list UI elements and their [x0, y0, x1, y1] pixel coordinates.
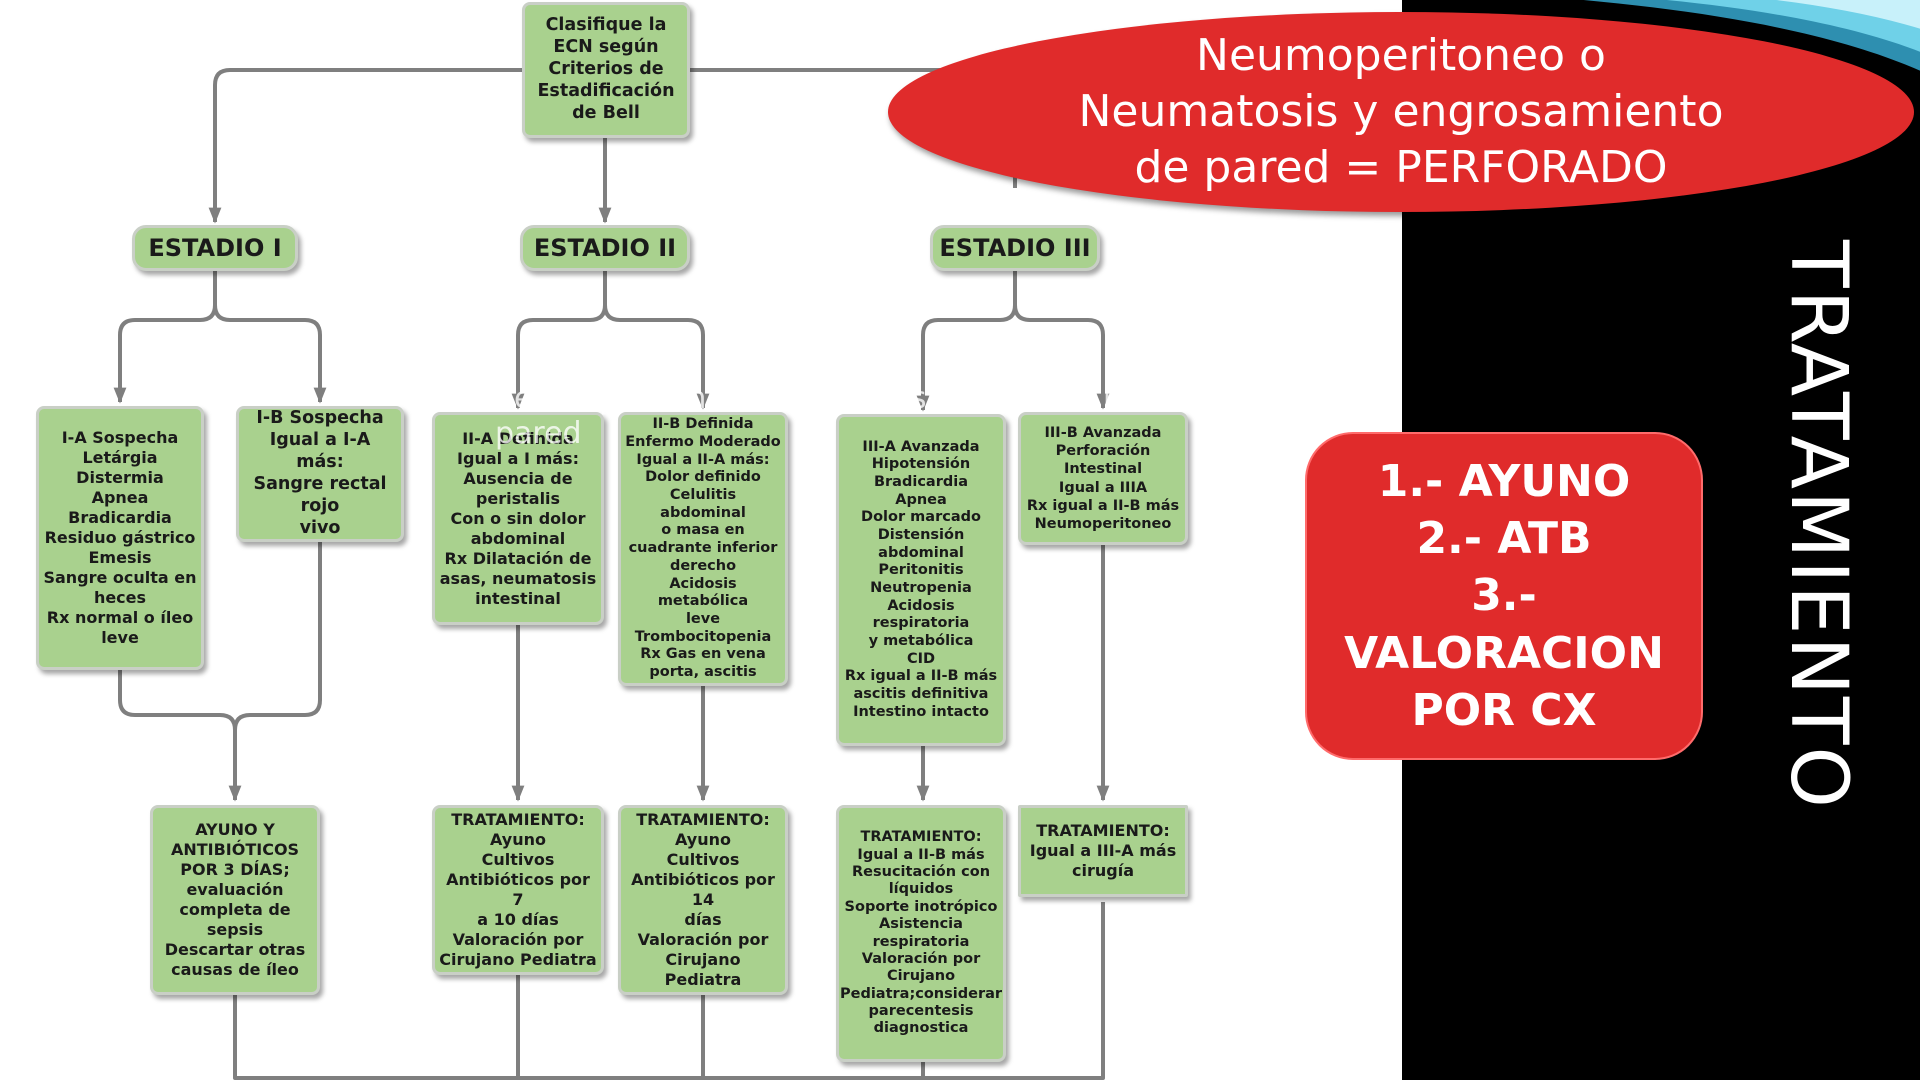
perforation-callout-text: Neumoperitoneo o Neumatosis y engrosamie… [1078, 29, 1724, 194]
criteria-ib-node: I-B Sospecha Igual a I-A más: Sangre rec… [236, 406, 404, 542]
stage-ii-node: ESTADIO II [520, 225, 690, 271]
criteria-ia-node: I-A Sospecha Letárgia Distermia Apnea Br… [36, 406, 204, 670]
treatment-summary-text: 1.- AYUNO 2.- ATB 3.- VALORACION POR CX [1344, 456, 1664, 736]
treatment-iib-node: TRATAMIENTO: Ayuno Cultivos Antibióticos… [618, 805, 788, 995]
treatment-iiib-node: TRATAMIENTO: Igual a III-A más cirugía [1018, 805, 1188, 897]
perforation-callout: Neumoperitoneo o Neumatosis y engrosamie… [888, 12, 1914, 212]
criteria-iiib-node: III-B Avanzada Perforación Intestinal Ig… [1018, 412, 1188, 545]
treatment-stage-i-node: AYUNO Y ANTIBIÓTICOS POR 3 DÍAS; evaluac… [150, 805, 320, 995]
treatment-iiia-node: TRATAMIENTO: Igual a II-B más Resucitaci… [836, 805, 1006, 1062]
criteria-iia-node: II-A Definida Igual a I más: Ausencia de… [432, 412, 604, 625]
treatment-iia-node: TRATAMIENTO: Ayuno Cultivos Antibióticos… [432, 805, 604, 975]
criteria-iiia-node: III-A Avanzada Hipotensión Bradicardia A… [836, 414, 1006, 746]
treatment-summary-box: 1.- AYUNO 2.- ATB 3.- VALORACION POR CX [1305, 432, 1703, 760]
root-node-bell-classification: Clasifique la ECN según Criterios de Est… [522, 2, 690, 138]
criteria-iib-node: II-B Definida Enfermo Moderado Igual a I… [618, 412, 788, 686]
decorative-swoosh-icon [1583, 0, 1920, 71]
stage-i-node: ESTADIO I [132, 225, 298, 271]
side-title-text: TRATAMIENTO [1773, 240, 1863, 810]
stage-iii-node: ESTADIO III [930, 225, 1100, 271]
